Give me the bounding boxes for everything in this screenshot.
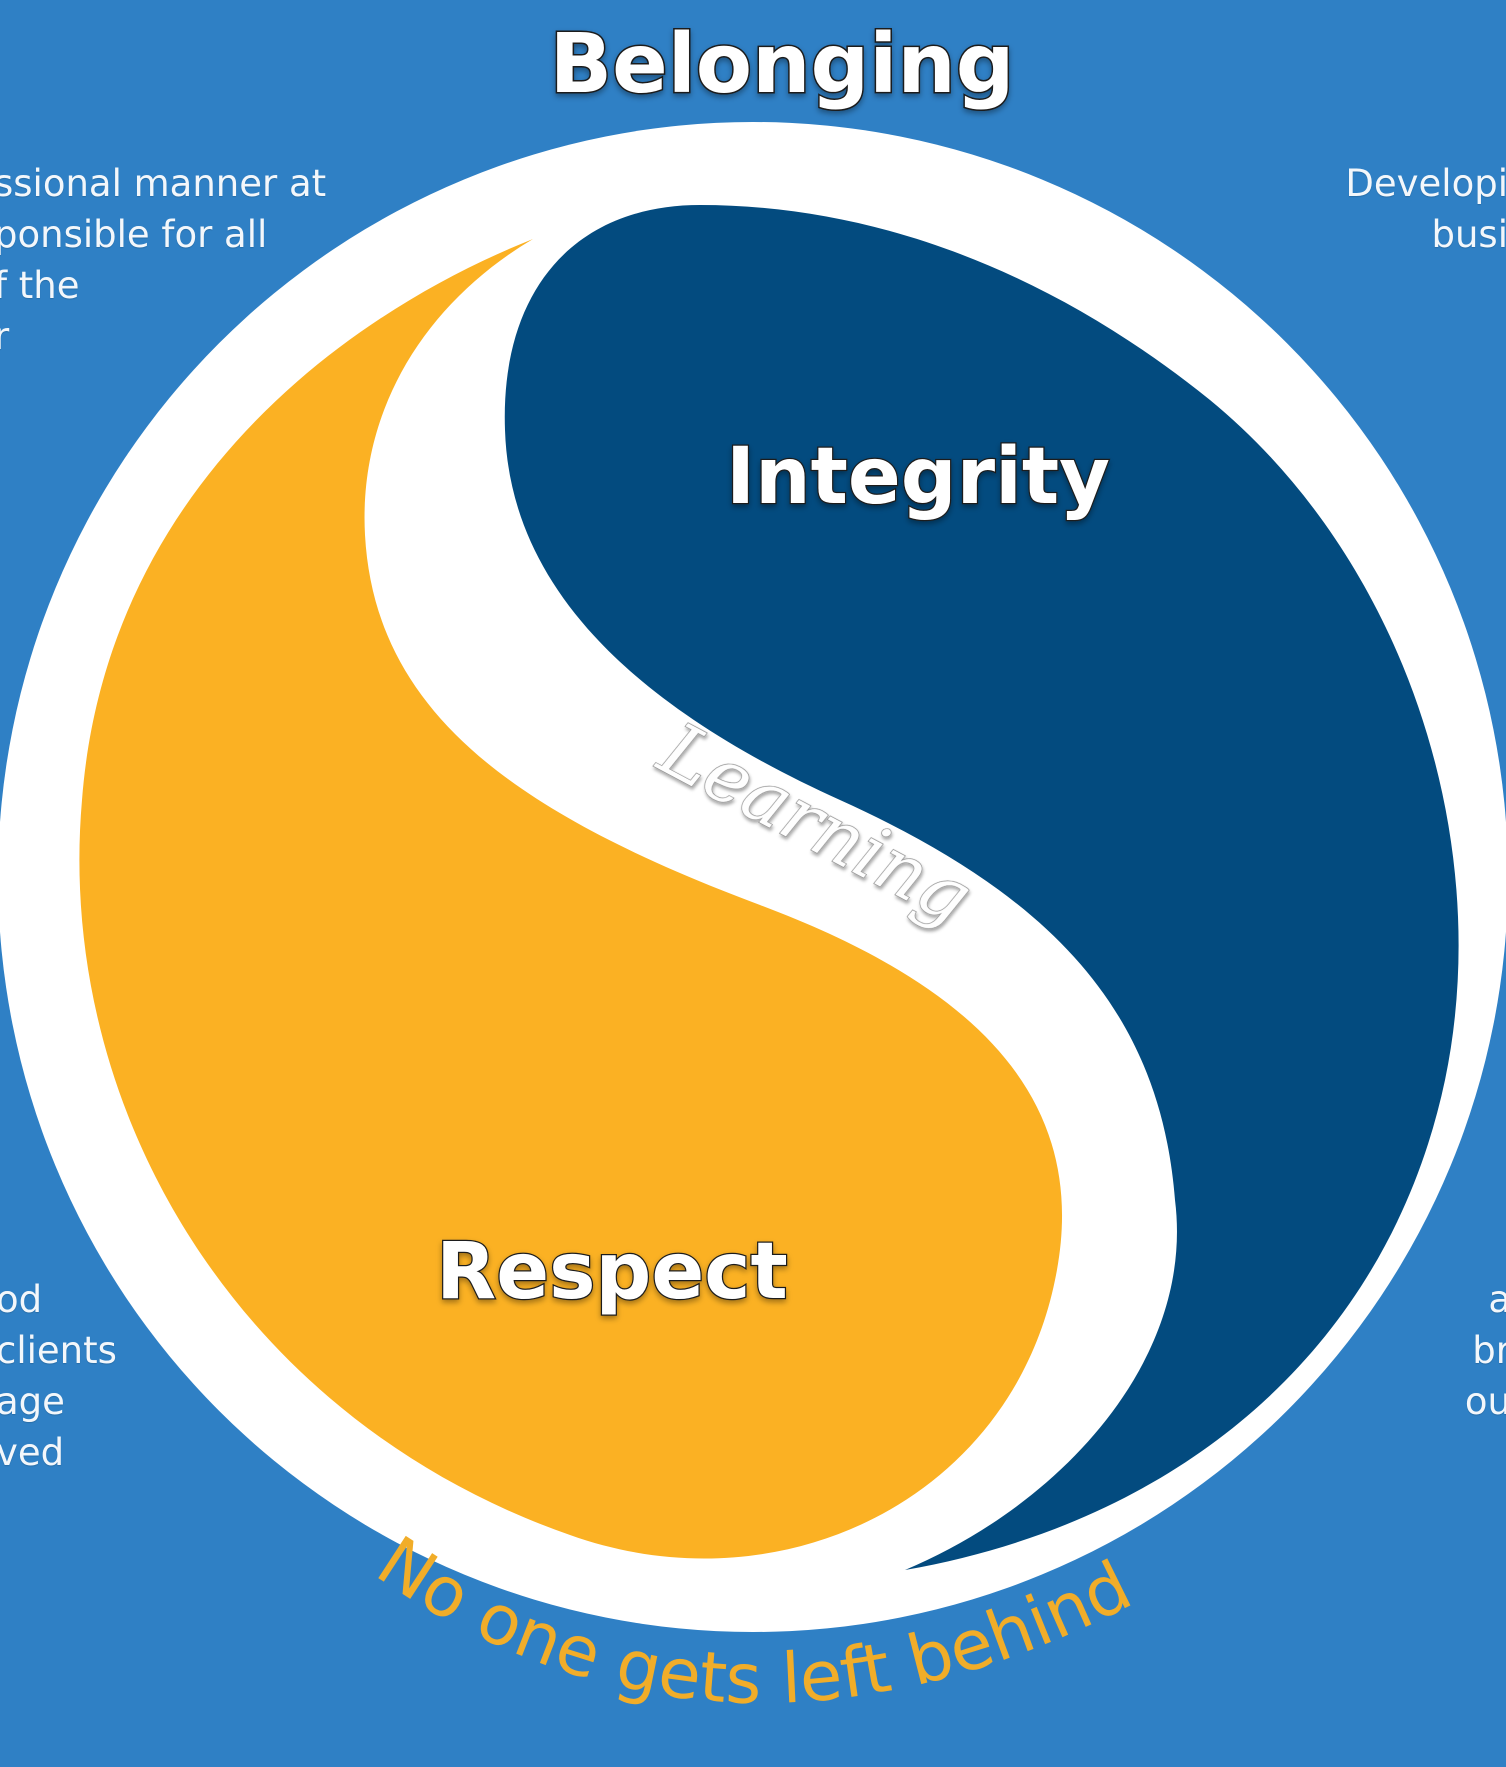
- respect-label: Respect: [436, 1227, 788, 1317]
- left-bottom-line: ved: [0, 1431, 65, 1474]
- left-top-cropped-text: ssional manner at ponsible for all f the…: [0, 158, 326, 362]
- integrity-navy-shape: [504, 205, 1459, 1570]
- integrity-label: Integrity: [726, 432, 1110, 522]
- right-top-cropped-text: Developi busi: [1345, 158, 1506, 260]
- right-bottom-line: br: [1472, 1329, 1506, 1372]
- left-bottom-line: od: [0, 1278, 43, 1321]
- left-top-line: ponsible for all: [0, 213, 268, 256]
- left-bottom-line: age: [0, 1380, 65, 1423]
- right-bottom-line: ou: [1464, 1380, 1506, 1423]
- right-bottom-cropped-text: a br ou: [1465, 1274, 1506, 1427]
- left-bottom-line: clients: [0, 1329, 117, 1372]
- respect-yellow-shape: [79, 239, 1063, 1559]
- right-bottom-line: a: [1488, 1278, 1506, 1321]
- right-top-line: busi: [1431, 213, 1506, 256]
- right-top-line: Developi: [1345, 162, 1506, 205]
- left-top-line: r: [0, 315, 10, 358]
- left-top-line: f the: [0, 264, 80, 307]
- title-belonging: Belonging: [550, 17, 1015, 112]
- left-top-line: ssional manner at: [0, 162, 327, 205]
- left-bottom-cropped-text: od clients age ved: [0, 1274, 117, 1478]
